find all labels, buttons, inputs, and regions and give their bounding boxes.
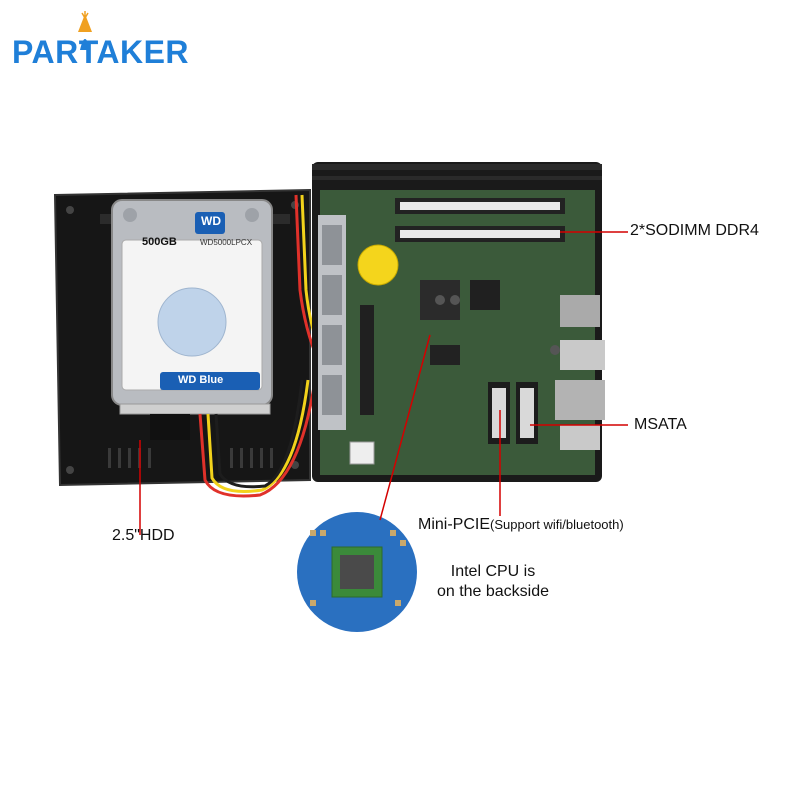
- callout-mini-pcie: Mini-PCIE(Support wifi/bluetooth): [418, 516, 624, 534]
- wd-badge: WD: [201, 214, 221, 228]
- callout-lines: [139, 231, 628, 535]
- callout-ram: 2*SODIMM DDR4: [630, 222, 759, 239]
- cpu-inset-photo: [297, 512, 417, 632]
- hdd-capacity-label: 500GB: [142, 236, 177, 248]
- callout-cpu-line1: Intel CPU is: [450, 563, 536, 580]
- logo-rocket-icon: [78, 11, 92, 50]
- brand-logo: PARTAKER: [10, 10, 189, 70]
- hdd-model-label: WD5000LPCX: [200, 238, 253, 247]
- hdd-drive: [111, 199, 273, 415]
- callout-cpu-line2: on the backside: [436, 583, 550, 600]
- callout-mini-pcie-label: Mini-PCIE: [418, 516, 491, 533]
- callout-mini-pcie-note: (Support wifi/bluetooth): [490, 517, 624, 532]
- sata-cables: [150, 194, 324, 498]
- logo-text: PARTAKER: [12, 34, 190, 70]
- callout-cpu: Intel CPU is on the backside: [418, 562, 568, 602]
- callout-msata: MSATA: [634, 416, 687, 433]
- callout-hdd: 2.5"HDD: [112, 527, 175, 544]
- case-and-board: [312, 162, 605, 482]
- wd-blue-series-label: WD Blue: [178, 374, 224, 386]
